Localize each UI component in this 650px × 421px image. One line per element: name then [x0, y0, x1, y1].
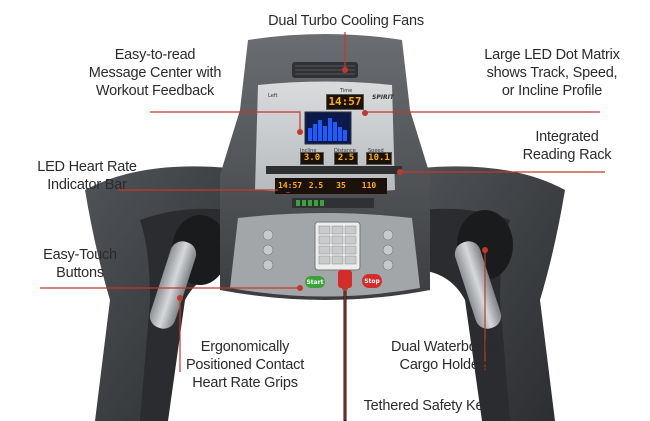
brand-logo: SPIRIT — [372, 94, 394, 101]
lower-readout-time: 14:57 — [278, 180, 303, 192]
callout-lines — [40, 32, 605, 420]
reading-rack — [266, 166, 402, 174]
left-grip — [149, 241, 197, 329]
speed-label: Speed — [368, 148, 384, 154]
lower-readout-heart: 110 — [355, 180, 383, 192]
left-label: Left — [268, 93, 278, 99]
callout-message-center: Easy-to-read Message Center with Workout… — [88, 47, 222, 99]
start-button[interactable]: Start — [305, 276, 325, 288]
callout-safety-key: Tethered Safety Key — [363, 398, 491, 414]
lower-readout-distance: 2.5 — [305, 180, 327, 192]
callout-buttons: Easy-Touch Buttons — [43, 247, 117, 281]
distance-label: Distance — [334, 148, 356, 154]
callout-reading-rack: Integrated Reading Rack — [522, 129, 612, 163]
callout-cargo: Dual Waterbottle/ Cargo Holders — [390, 339, 500, 373]
time-readout: 14:57 — [326, 94, 364, 110]
stop-button[interactable]: Stop — [362, 274, 382, 288]
callout-led-matrix: Large LED Dot Matrix shows Track, Speed,… — [484, 47, 620, 99]
heart-rate-bar — [292, 198, 374, 208]
callout-dual-fans: Dual Turbo Cooling Fans — [268, 13, 424, 29]
time-label: Time — [340, 88, 353, 94]
lower-readout-calories: 35 — [330, 180, 352, 192]
incline-label: Incline — [300, 148, 317, 154]
incline-readout: 3.0 — [300, 152, 324, 165]
right-grip — [454, 241, 502, 329]
speed-readout: 10.1 — [366, 152, 392, 165]
callout-grips: Ergonomically Positioned Contact Heart R… — [185, 339, 305, 391]
callout-heart-rate-bar: LED Heart Rate Indicator Bar — [37, 159, 137, 193]
distance-readout: 2.5 — [334, 152, 358, 165]
safety-key — [338, 270, 352, 288]
